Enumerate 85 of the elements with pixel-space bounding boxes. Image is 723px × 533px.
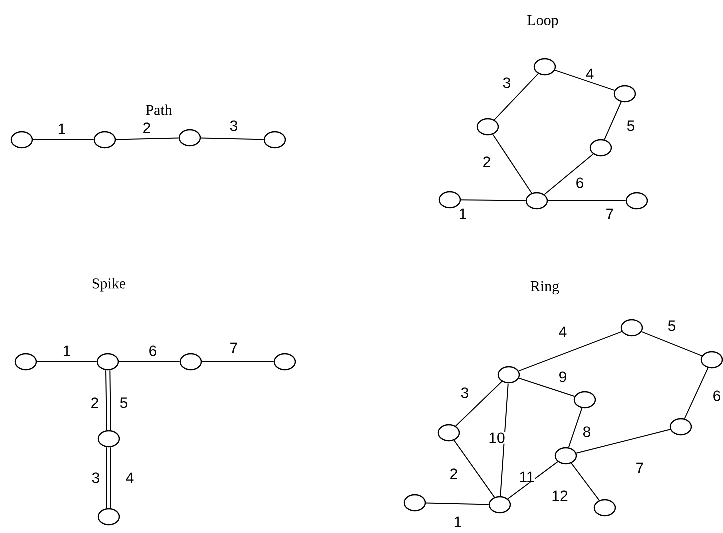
edge-label: 3 [460, 387, 470, 399]
graph-vertex [594, 499, 616, 517]
edge-line [554, 70, 616, 92]
edge-label: 5 [119, 397, 129, 409]
edge-line [494, 73, 539, 121]
edge-line [684, 368, 709, 420]
edge-label: 2 [482, 156, 492, 168]
graph-vertex [404, 494, 426, 512]
edge-label: 4 [558, 326, 568, 338]
edge-label: 5 [626, 120, 636, 132]
edge-label: 6 [575, 177, 585, 189]
edge-line [518, 378, 576, 398]
edge-line [492, 134, 532, 194]
graph-title: Loop [528, 16, 558, 29]
edge-label: 1 [453, 516, 463, 528]
edge-line [604, 102, 622, 140]
edge-label: 3 [229, 120, 239, 132]
edge-label: 1 [62, 345, 72, 357]
edge-line [455, 381, 503, 427]
graph-vertex [180, 353, 202, 371]
edge-line [576, 429, 671, 454]
edge-label: 4 [125, 472, 135, 484]
edge-line [110, 447, 112, 509]
graph-vertex [526, 192, 548, 210]
edge-label: 9 [558, 371, 568, 383]
edge-label: 11 [518, 471, 536, 483]
edge-label: 1 [57, 123, 67, 135]
edge-label: 7 [605, 208, 615, 220]
edge-line [426, 502, 490, 506]
edge-label: 12 [551, 490, 569, 502]
edge-label: 2 [142, 122, 152, 134]
edge-label: 7 [635, 462, 645, 474]
edge-line [106, 370, 108, 431]
edge-label: 3 [91, 472, 101, 484]
edge-line [460, 200, 526, 202]
edge-line [548, 200, 626, 202]
edge-label: 5 [667, 320, 677, 332]
graph-vertex [476, 118, 500, 136]
graph-vertex [10, 131, 34, 149]
graph-vertex [574, 391, 596, 409]
graph-vertex [670, 418, 692, 436]
edge-line [568, 408, 583, 448]
edge-line [454, 440, 496, 498]
graph-vertex [14, 353, 38, 371]
edge-line [518, 331, 623, 372]
graph-vertex [264, 131, 286, 149]
graph-vertex [274, 353, 296, 371]
graph-title: Spike [92, 278, 126, 292]
graph-vertex [620, 319, 644, 337]
edge-label: 4 [585, 68, 595, 80]
graph-vertex [534, 58, 556, 76]
graph-vertex [98, 430, 120, 448]
graph-vertex [178, 129, 202, 147]
edge-line [116, 138, 180, 140]
graph-vertex [96, 353, 120, 371]
graph-vertex [498, 366, 520, 384]
graph-vertex [700, 351, 723, 369]
graph-title: Path [146, 104, 172, 116]
graph-vertex [590, 139, 612, 157]
edge-line [106, 447, 108, 509]
edge-line [571, 462, 600, 502]
edge-label: 8 [582, 426, 592, 438]
edge-line [508, 461, 558, 500]
graph-vertex [626, 192, 648, 210]
graph-vertex [94, 131, 116, 149]
graph-vertex [438, 191, 462, 209]
graph-vertex [554, 447, 578, 465]
graph-vertex [98, 508, 120, 526]
edge-label: 10 [488, 432, 506, 444]
edge-line [110, 370, 112, 431]
graph-vertex [614, 85, 636, 103]
edge-label: 2 [449, 468, 459, 480]
edge-label: 6 [148, 345, 158, 357]
edge-label: 7 [229, 342, 239, 354]
edge-label: 3 [502, 77, 512, 89]
edge-label: 2 [90, 397, 100, 409]
graph-vertex [488, 496, 512, 514]
edge-line [544, 154, 594, 196]
edge-line [641, 331, 703, 357]
graph-vertex [438, 424, 460, 442]
edge-line [200, 138, 264, 140]
graph-title: Ring [530, 281, 560, 295]
edge-label: 6 [712, 390, 722, 402]
edge-label: 1 [458, 208, 468, 220]
edge-line [500, 383, 509, 497]
